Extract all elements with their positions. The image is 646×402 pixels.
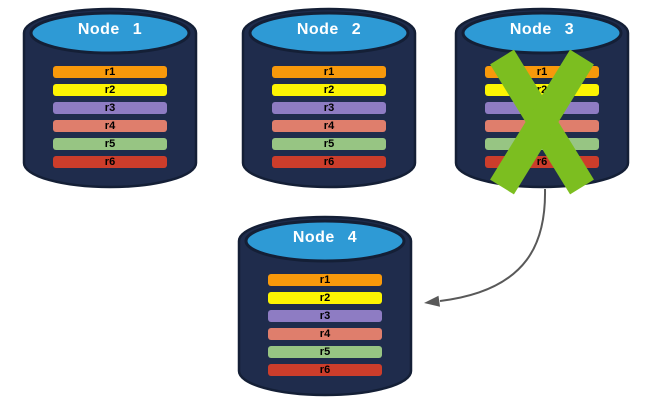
replica-row-r1: r1 xyxy=(268,274,382,286)
cylinder-top xyxy=(244,219,406,263)
replica-row-r2: r2 xyxy=(272,84,386,96)
x-mark-icon xyxy=(490,49,594,195)
replica-row-r1: r1 xyxy=(53,66,167,78)
node-4: Node 4 r1 r2 r3 r4 r5 r6 xyxy=(237,213,413,399)
replica-row-r6: r6 xyxy=(268,364,382,376)
replica-row-r3: r3 xyxy=(53,102,167,114)
cylinder-top xyxy=(461,11,623,55)
replica-rows: r1 r2 r3 r4 r5 r6 xyxy=(53,66,167,174)
node-title: Node 3 xyxy=(509,21,575,38)
replica-row-r1: r1 xyxy=(272,66,386,78)
cylinder-top xyxy=(29,11,191,55)
replica-rows: r1 r2 r3 r4 r5 r6 xyxy=(268,274,382,382)
replica-row-r5: r5 xyxy=(53,138,167,150)
node-title: Node 2 xyxy=(296,21,362,38)
x-stroke xyxy=(490,49,594,195)
replica-row-r5: r5 xyxy=(272,138,386,150)
node-3: Node 3 r1 r2 r3 r4 r5 r6 xyxy=(454,5,630,195)
replica-row-r2: r2 xyxy=(53,84,167,96)
node-1: Node 1 r1 r2 r3 r4 r5 r6 xyxy=(22,5,198,191)
replica-row-r3: r3 xyxy=(268,310,382,322)
arrow-curve xyxy=(439,188,547,302)
replica-row-r4: r4 xyxy=(53,120,167,132)
node-title: Node 4 xyxy=(292,229,358,246)
replica-row-r4: r4 xyxy=(272,120,386,132)
replica-row-r6: r6 xyxy=(53,156,167,168)
arrowhead-icon xyxy=(424,295,440,307)
replica-row-r6: r6 xyxy=(272,156,386,168)
replica-rows: r1 r2 r3 r4 r5 r6 xyxy=(272,66,386,174)
cylinder-top xyxy=(248,11,410,55)
node-title: Node 1 xyxy=(77,21,143,38)
node-2: Node 2 r1 r2 r3 r4 r5 r6 xyxy=(241,5,417,191)
replica-row-r2: r2 xyxy=(268,292,382,304)
replica-row-r4: r4 xyxy=(268,328,382,340)
replica-row-r5: r5 xyxy=(268,346,382,358)
replica-row-r3: r3 xyxy=(272,102,386,114)
